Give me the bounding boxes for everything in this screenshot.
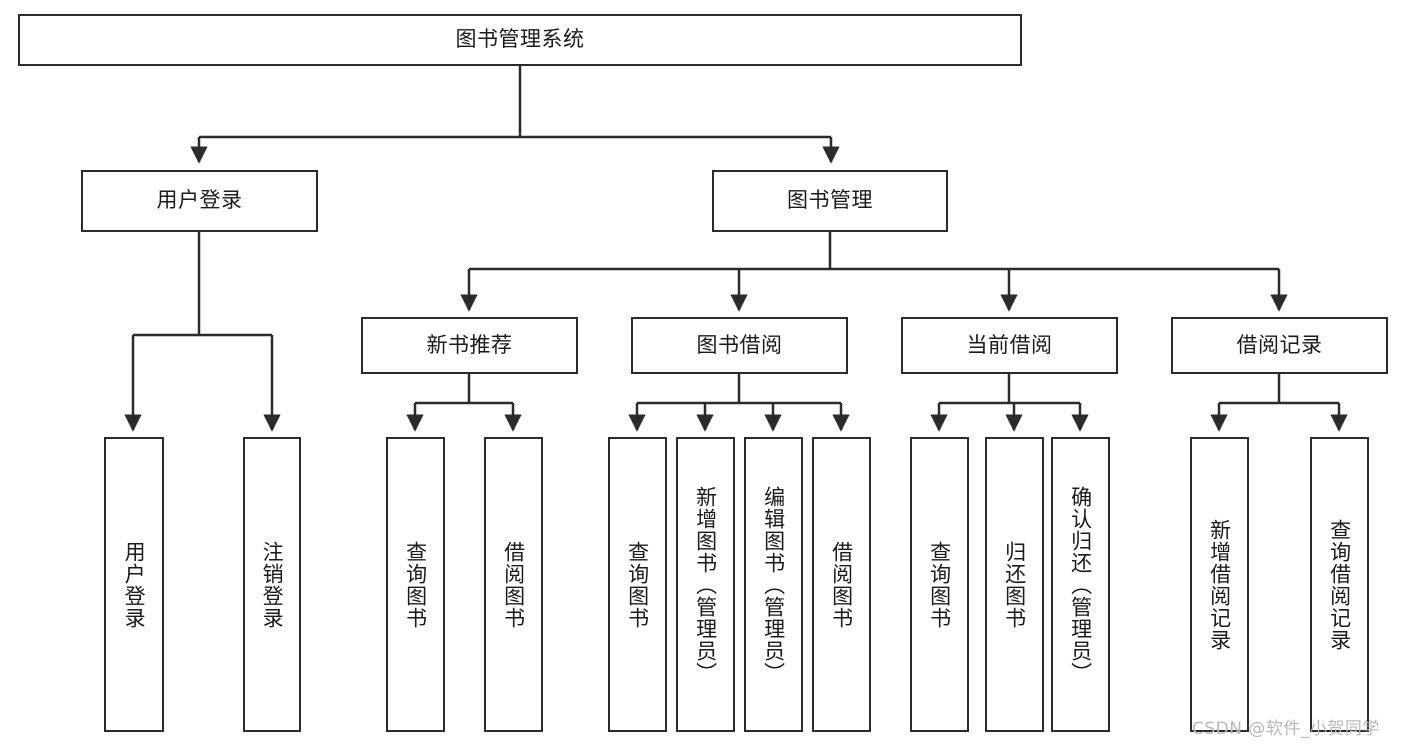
node-borrow-record[interactable]: 借阅记录 [1171,317,1388,374]
leaf-edit-book-admin[interactable]: 编辑图书（管理员） [744,437,803,732]
node-root[interactable]: 图书管理系统 [18,14,1022,66]
leaf-return-book[interactable]: 归还图书 [985,437,1044,732]
leaf-confirm-return-admin[interactable]: 确认归还（管理员） [1051,437,1110,732]
leaf-user-logout[interactable]: 注销登录 [243,437,301,732]
leaf-user-login[interactable]: 用户登录 [104,437,164,732]
leaf-borrow-book-recommend[interactable]: 借阅图书 [484,437,543,732]
node-current-borrow[interactable]: 当前借阅 [901,317,1118,374]
csdn-watermark: CSDN @软件_小贺同学 [1192,719,1380,739]
node-book-management[interactable]: 图书管理 [712,170,948,232]
leaf-query-borrow-record[interactable]: 查询借阅记录 [1310,437,1369,732]
node-new-book-recommend[interactable]: 新书推荐 [361,317,578,374]
leaf-query-book-current[interactable]: 查询图书 [910,437,969,732]
node-book-borrow[interactable]: 图书借阅 [631,317,848,374]
leaf-query-book-recommend[interactable]: 查询图书 [386,437,445,732]
leaf-borrow-book[interactable]: 借阅图书 [812,437,871,732]
leaf-query-book-borrow[interactable]: 查询图书 [608,437,667,732]
node-user-login[interactable]: 用户登录 [81,170,318,232]
leaf-add-borrow-record[interactable]: 新增借阅记录 [1190,437,1249,732]
leaf-add-book-admin[interactable]: 新增图书（管理员） [676,437,735,732]
